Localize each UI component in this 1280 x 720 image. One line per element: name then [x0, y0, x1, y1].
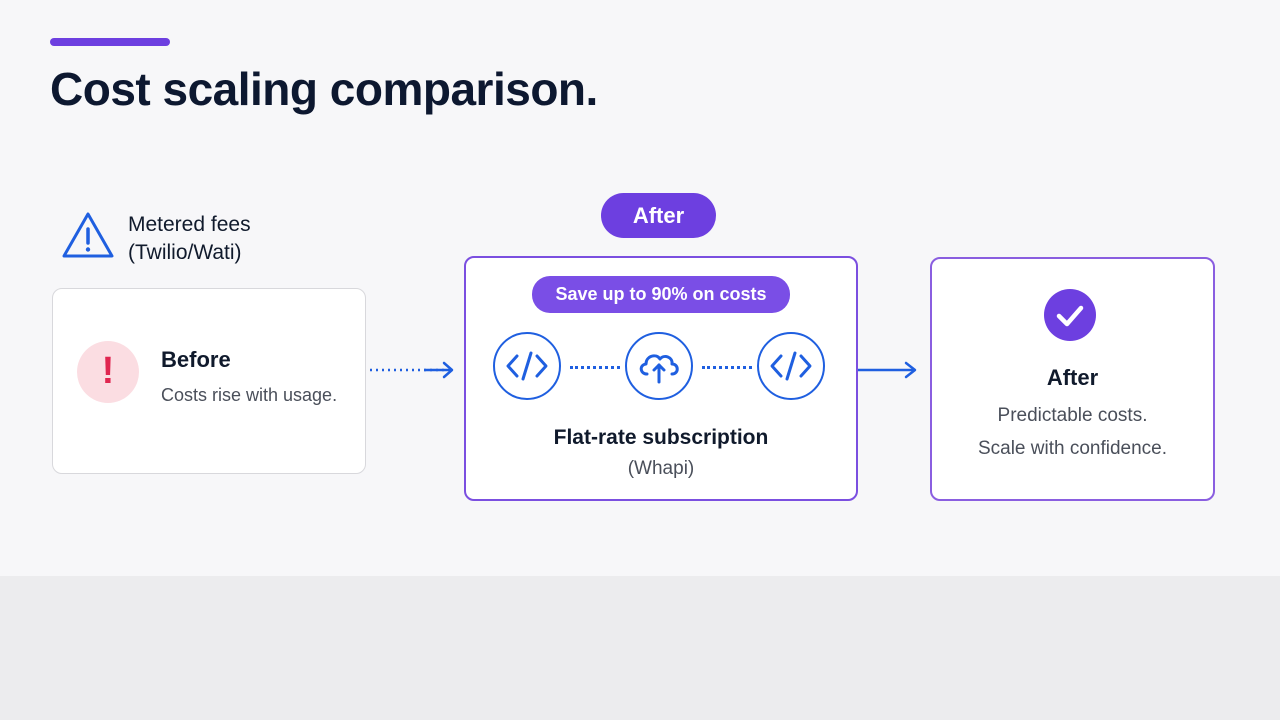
before-title: Before	[161, 347, 231, 372]
bottom-band	[0, 576, 1280, 720]
flat-rate-subtitle: (Whapi)	[627, 458, 695, 479]
after-title: After	[1046, 365, 1099, 390]
arrow-connector	[858, 361, 917, 379]
metered-fees-label: Metered fees (Twilio/Wati)	[128, 211, 251, 267]
before-card: ! Before Costs rise with usage.	[52, 288, 366, 474]
after-badge: After	[601, 193, 716, 238]
before-subtitle: Costs rise with usage.	[161, 385, 338, 405]
check-circle-icon	[1044, 289, 1096, 341]
cloud-node	[625, 332, 693, 400]
code-icon	[506, 351, 548, 381]
code-node	[757, 332, 825, 400]
dotted-link	[702, 366, 752, 371]
after-card: After Predictable costs. Scale with conf…	[930, 257, 1215, 501]
dotted-link	[570, 366, 620, 371]
flat-rate-title: Flat-rate subscription	[553, 426, 769, 449]
after-line-1: Predictable costs.	[997, 405, 1148, 426]
dotted-arrow-connector	[370, 361, 454, 379]
cloud-upload-icon	[639, 354, 679, 384]
code-icon	[770, 351, 812, 381]
page-title: Cost scaling comparison.	[50, 63, 598, 115]
warning-icon	[62, 212, 114, 258]
alert-icon: !	[77, 341, 139, 403]
metered-line-1: Metered fees	[128, 213, 251, 236]
accent-bar	[50, 38, 170, 46]
after-line-2: Scale with confidence.	[977, 438, 1168, 459]
code-node	[493, 332, 561, 400]
metered-line-2: (Twilio/Wati)	[128, 241, 242, 264]
save-badge: Save up to 90% on costs	[532, 276, 790, 313]
flat-rate-card: Save up to 90% on costs Flat-rate subscr…	[464, 256, 858, 501]
